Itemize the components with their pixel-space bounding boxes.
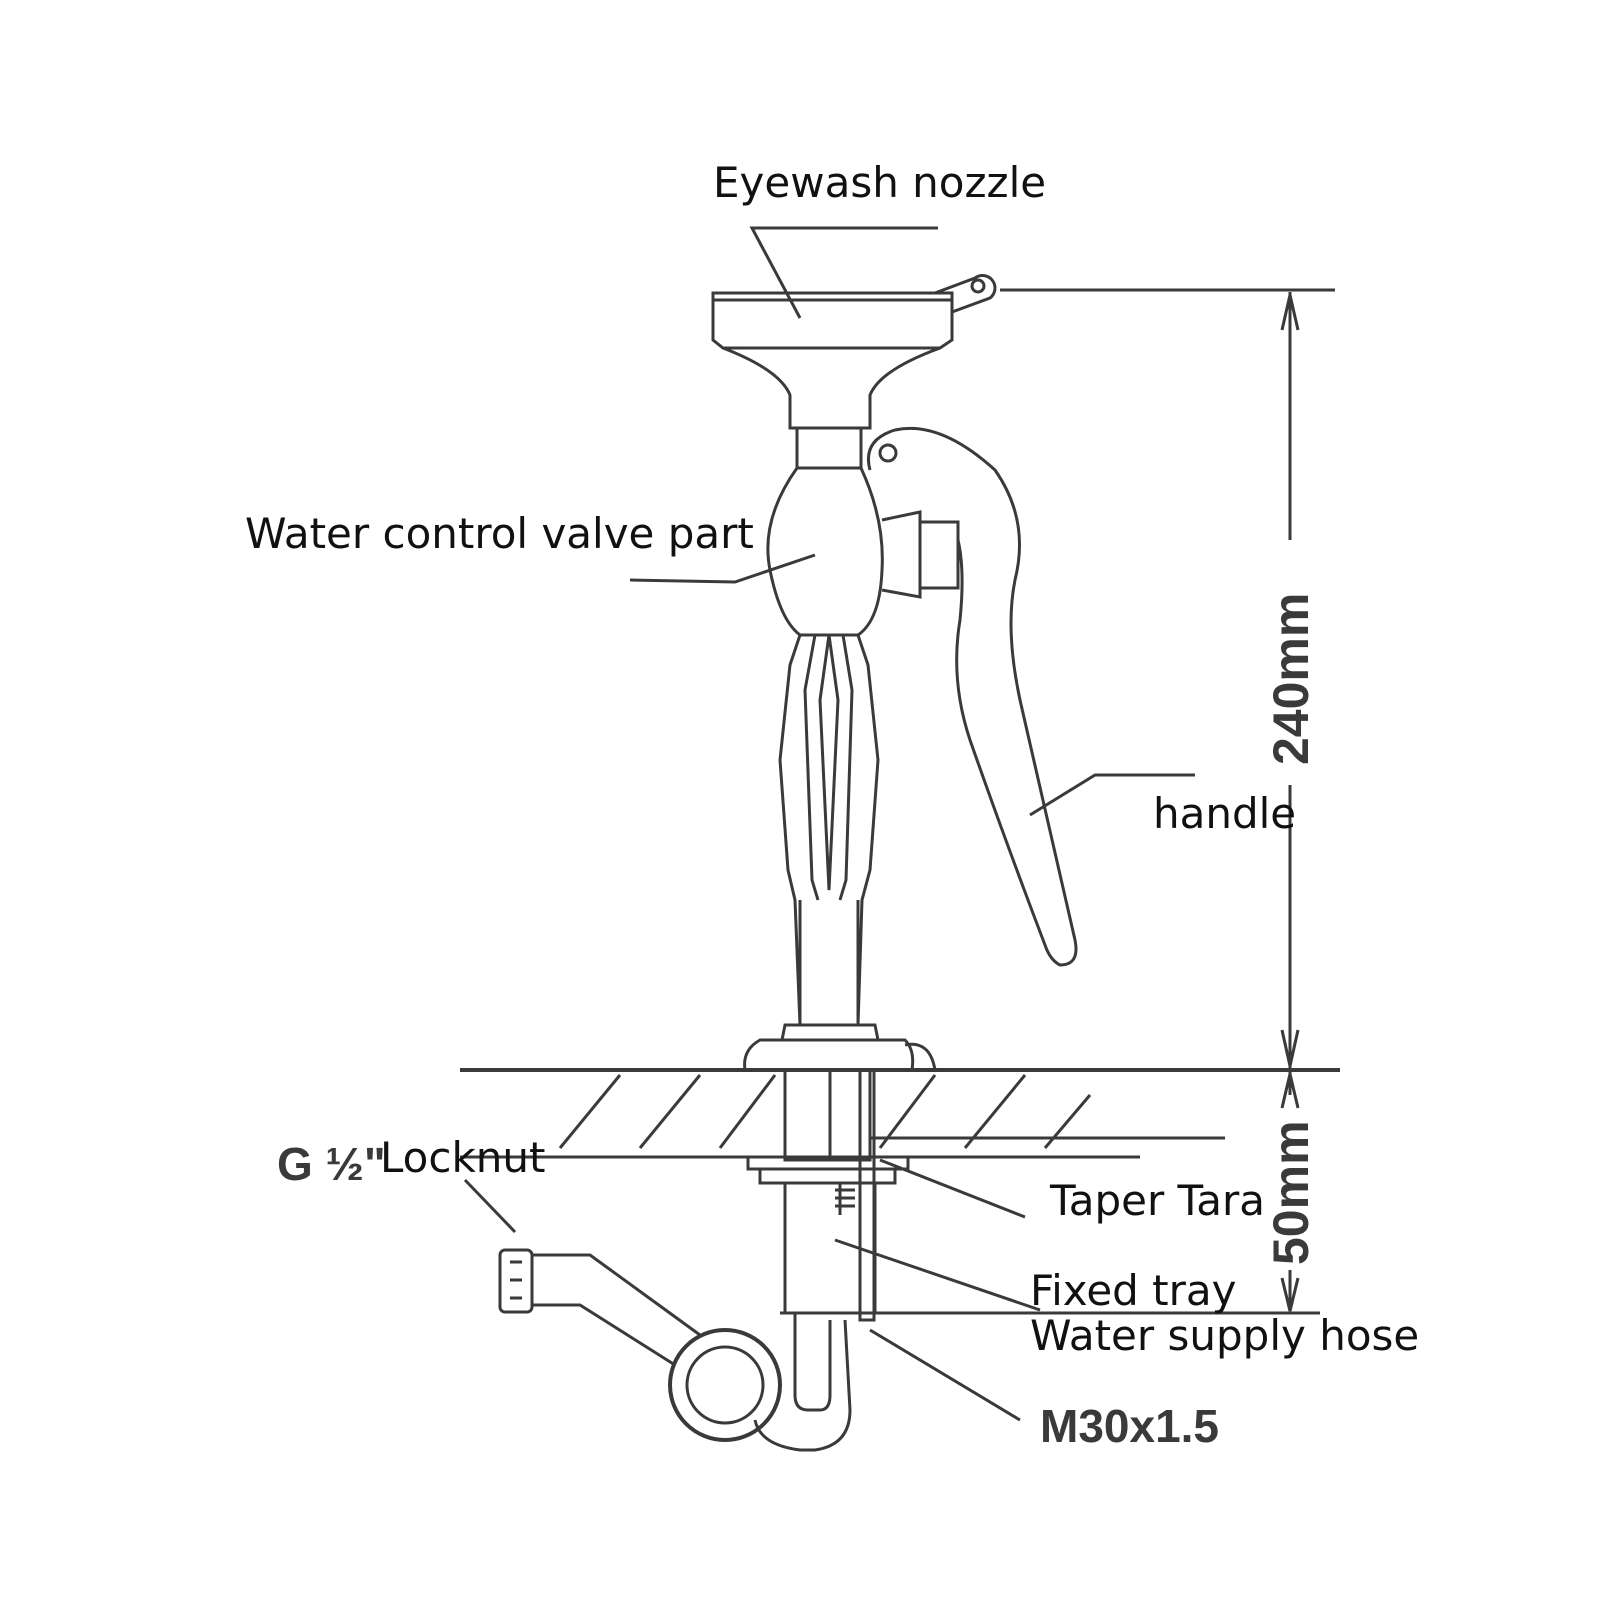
pipe-assembly-shape [746, 1068, 1320, 1452]
label-locknut: Locknut [380, 1133, 545, 1182]
label-handle: handle [1153, 789, 1296, 838]
label-water-supply-hose: Water supply hose [1030, 1311, 1419, 1360]
valve-body-shape [766, 426, 960, 637]
leader-lines [463, 226, 1195, 1422]
dimension-lines [1000, 288, 1335, 1312]
label-fixed-tray: Fixed tray [1030, 1266, 1237, 1315]
dimension-50mm: 50mm [1263, 1120, 1319, 1265]
eyewash-nozzle-shape [711, 274, 997, 430]
label-thread: M30x1.5 [1040, 1400, 1219, 1452]
dimension-240mm: 240mm [1263, 593, 1319, 765]
column-shape [778, 634, 880, 1026]
handle-shape [867, 426, 1078, 967]
elbow-shape [498, 1248, 782, 1442]
label-taper-tara: Taper Tara [1049, 1176, 1265, 1225]
label-g-half: G ½" [277, 1138, 386, 1190]
label-eyewash-nozzle: Eyewash nozzle [713, 158, 1046, 207]
label-water-control-valve: Water control valve part [245, 509, 754, 558]
countertop-shape [460, 1068, 1340, 1159]
base-flange-shape [743, 1023, 937, 1072]
